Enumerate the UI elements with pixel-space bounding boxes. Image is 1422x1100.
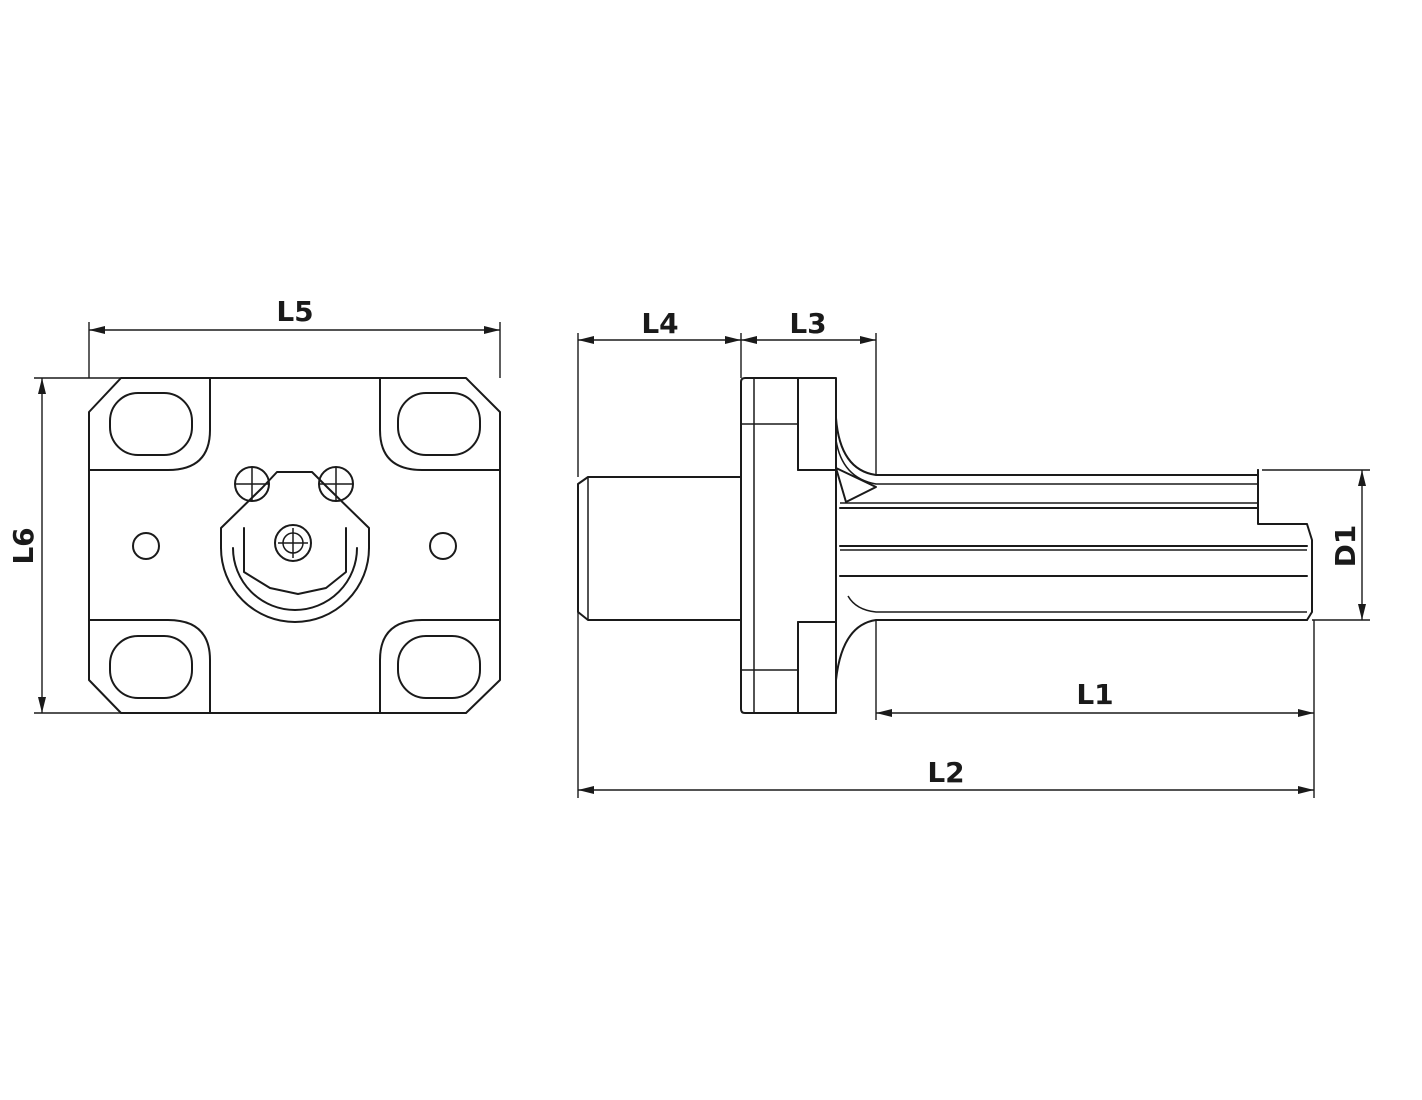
screw-head	[274, 524, 312, 562]
label-L4: L4	[641, 307, 678, 340]
shank-bottom-fillet	[835, 619, 1308, 681]
shank-groove-6	[847, 595, 1307, 613]
slot-hole-bottom-left	[109, 635, 193, 699]
coolant-nozzle	[835, 467, 877, 503]
slot-pocket-bottom-left	[88, 619, 211, 714]
clamp-body	[220, 471, 370, 549]
shank-top-fillet	[835, 417, 1259, 476]
label-L5: L5	[276, 295, 313, 328]
label-L6: L6	[7, 527, 40, 564]
side-hole-right	[429, 532, 457, 560]
dimension-D1: D1	[1262, 469, 1370, 621]
dimension-L3: L3	[741, 307, 877, 475]
slot-hole-top-left	[109, 392, 193, 456]
label-L3: L3	[789, 307, 826, 340]
clamp-arc-inner	[232, 547, 358, 611]
shank-tip	[1257, 469, 1313, 621]
shank-top-fillet-inner	[835, 439, 1258, 485]
rear-spigot	[577, 476, 742, 621]
slot-pocket-top-left	[88, 377, 211, 471]
front-plate-outline	[88, 377, 501, 714]
label-L1: L1	[1076, 678, 1113, 711]
clamp-arc-outer	[220, 547, 370, 623]
slot-pocket-top-right	[379, 377, 501, 471]
label-L2: L2	[927, 756, 964, 789]
front-view	[88, 377, 501, 714]
side-hole-left	[132, 532, 160, 560]
slot-hole-top-right	[397, 392, 481, 456]
slot-hole-bottom-right	[397, 635, 481, 699]
dimension-L1: L1	[875, 620, 1315, 798]
dimension-L5: L5	[88, 295, 501, 378]
label-D1: D1	[1329, 525, 1362, 568]
dimension-L4: L4	[577, 307, 742, 477]
hex-socket	[243, 527, 347, 595]
dimension-L6: L6	[7, 377, 121, 714]
side-view	[577, 377, 1313, 714]
dimension-L2: L2	[577, 612, 1314, 798]
flange	[740, 377, 837, 714]
slot-pocket-bottom-right	[379, 619, 501, 714]
